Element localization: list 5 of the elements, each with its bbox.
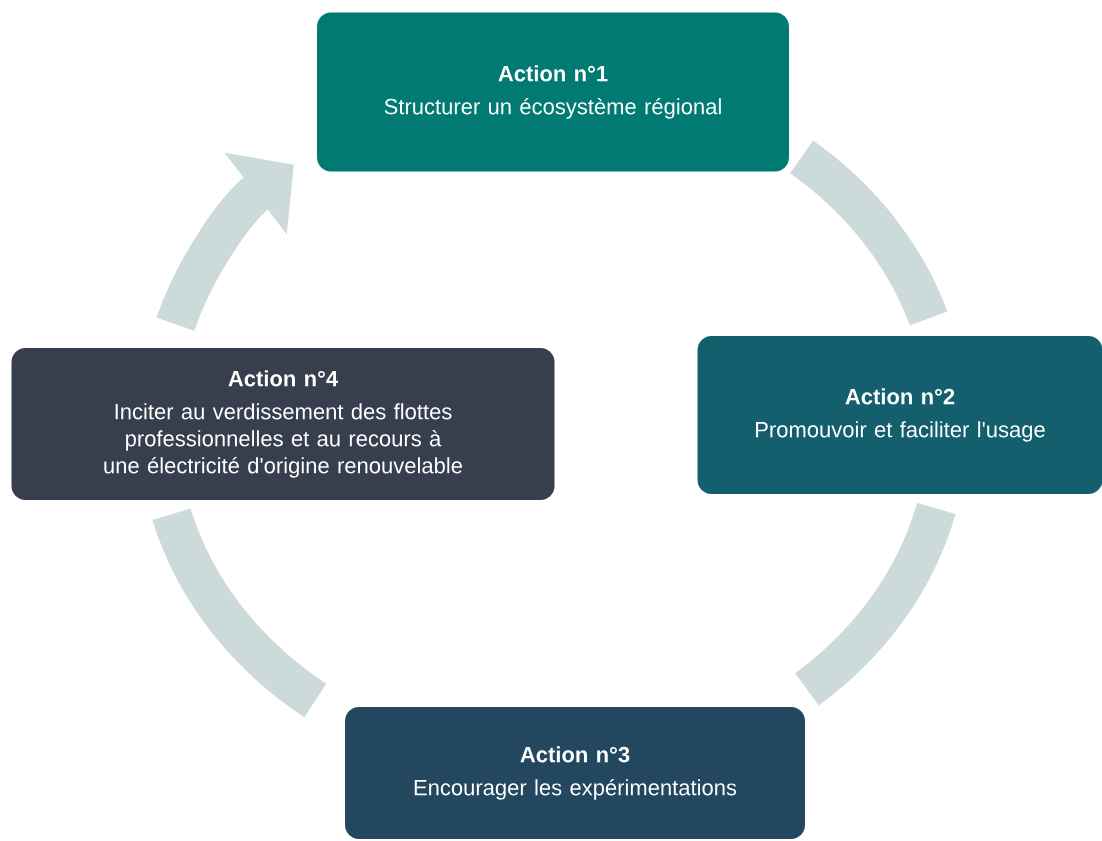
action-box: Action n°2 Promouvoir et faciliter l'usage xyxy=(697,336,1102,494)
action-box: Action n°4 Inciter au verdissement des flottes professionnelles et au recours à une électricité d'origine renouvelable xyxy=(11,348,555,500)
cycle-arrow xyxy=(156,152,294,332)
action-box: Action n°3 Encourager les expérimentations xyxy=(345,707,805,839)
action-box: Action n°1 Structurer un écosystème régional xyxy=(317,12,789,172)
